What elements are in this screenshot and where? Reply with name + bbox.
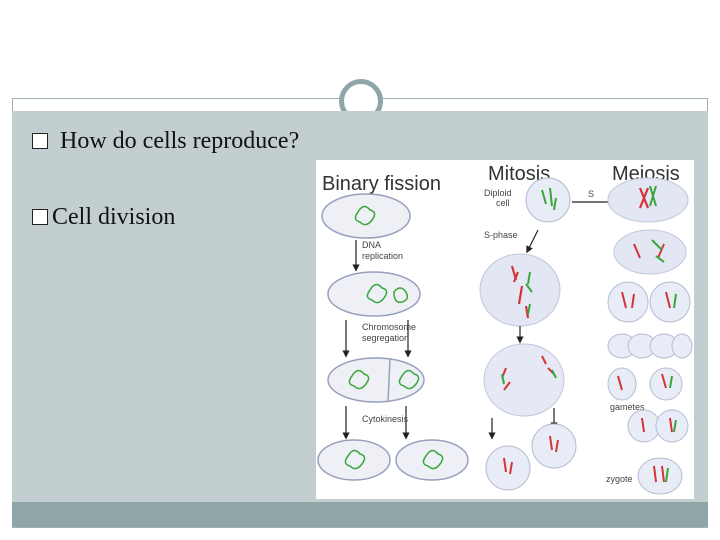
step-label-cytokinesis: Cytokinesis: [362, 414, 409, 424]
missing-glyph-icon: [32, 209, 48, 225]
gametes-label: gametes: [610, 402, 645, 412]
zygote-cell: [637, 457, 683, 495]
mitosis-title: Mitosis: [488, 163, 550, 185]
binary-fission-daughter-cells: [317, 439, 469, 481]
bullet-item: Cell division: [32, 204, 175, 231]
missing-glyph-icon: [32, 133, 48, 149]
divider-right: [380, 98, 708, 99]
meiosis-cell-3a: [607, 281, 649, 323]
mitosis-daughter-2: [531, 423, 577, 469]
binary-fission-cell-2: [327, 271, 421, 317]
binary-fission-cell-1: [321, 193, 411, 239]
mitosis-cell-1: [525, 177, 571, 223]
meiosis-cell-1: [607, 177, 689, 223]
divider-left: [12, 98, 342, 99]
s-label: S: [588, 189, 594, 199]
binary-fission-title: Binary fission: [322, 173, 441, 195]
bullet-item: How do cells reproduce?: [32, 128, 299, 155]
footer-bar: [12, 502, 708, 527]
s-phase-label: S-phase: [484, 230, 518, 240]
meiosis-cell-2: [613, 229, 687, 275]
mitosis-daughter-1: [485, 445, 531, 491]
mitosis-cell-2: [479, 253, 561, 327]
bullet-text: How do cells reproduce?: [60, 128, 300, 154]
bullet-text: Cell division: [52, 204, 176, 230]
binary-fission-cell-3: [327, 357, 425, 403]
zygote-label: zygote: [606, 474, 633, 484]
meiosis-cell-3b: [649, 281, 691, 323]
mitosis-cell-3: [483, 343, 565, 417]
